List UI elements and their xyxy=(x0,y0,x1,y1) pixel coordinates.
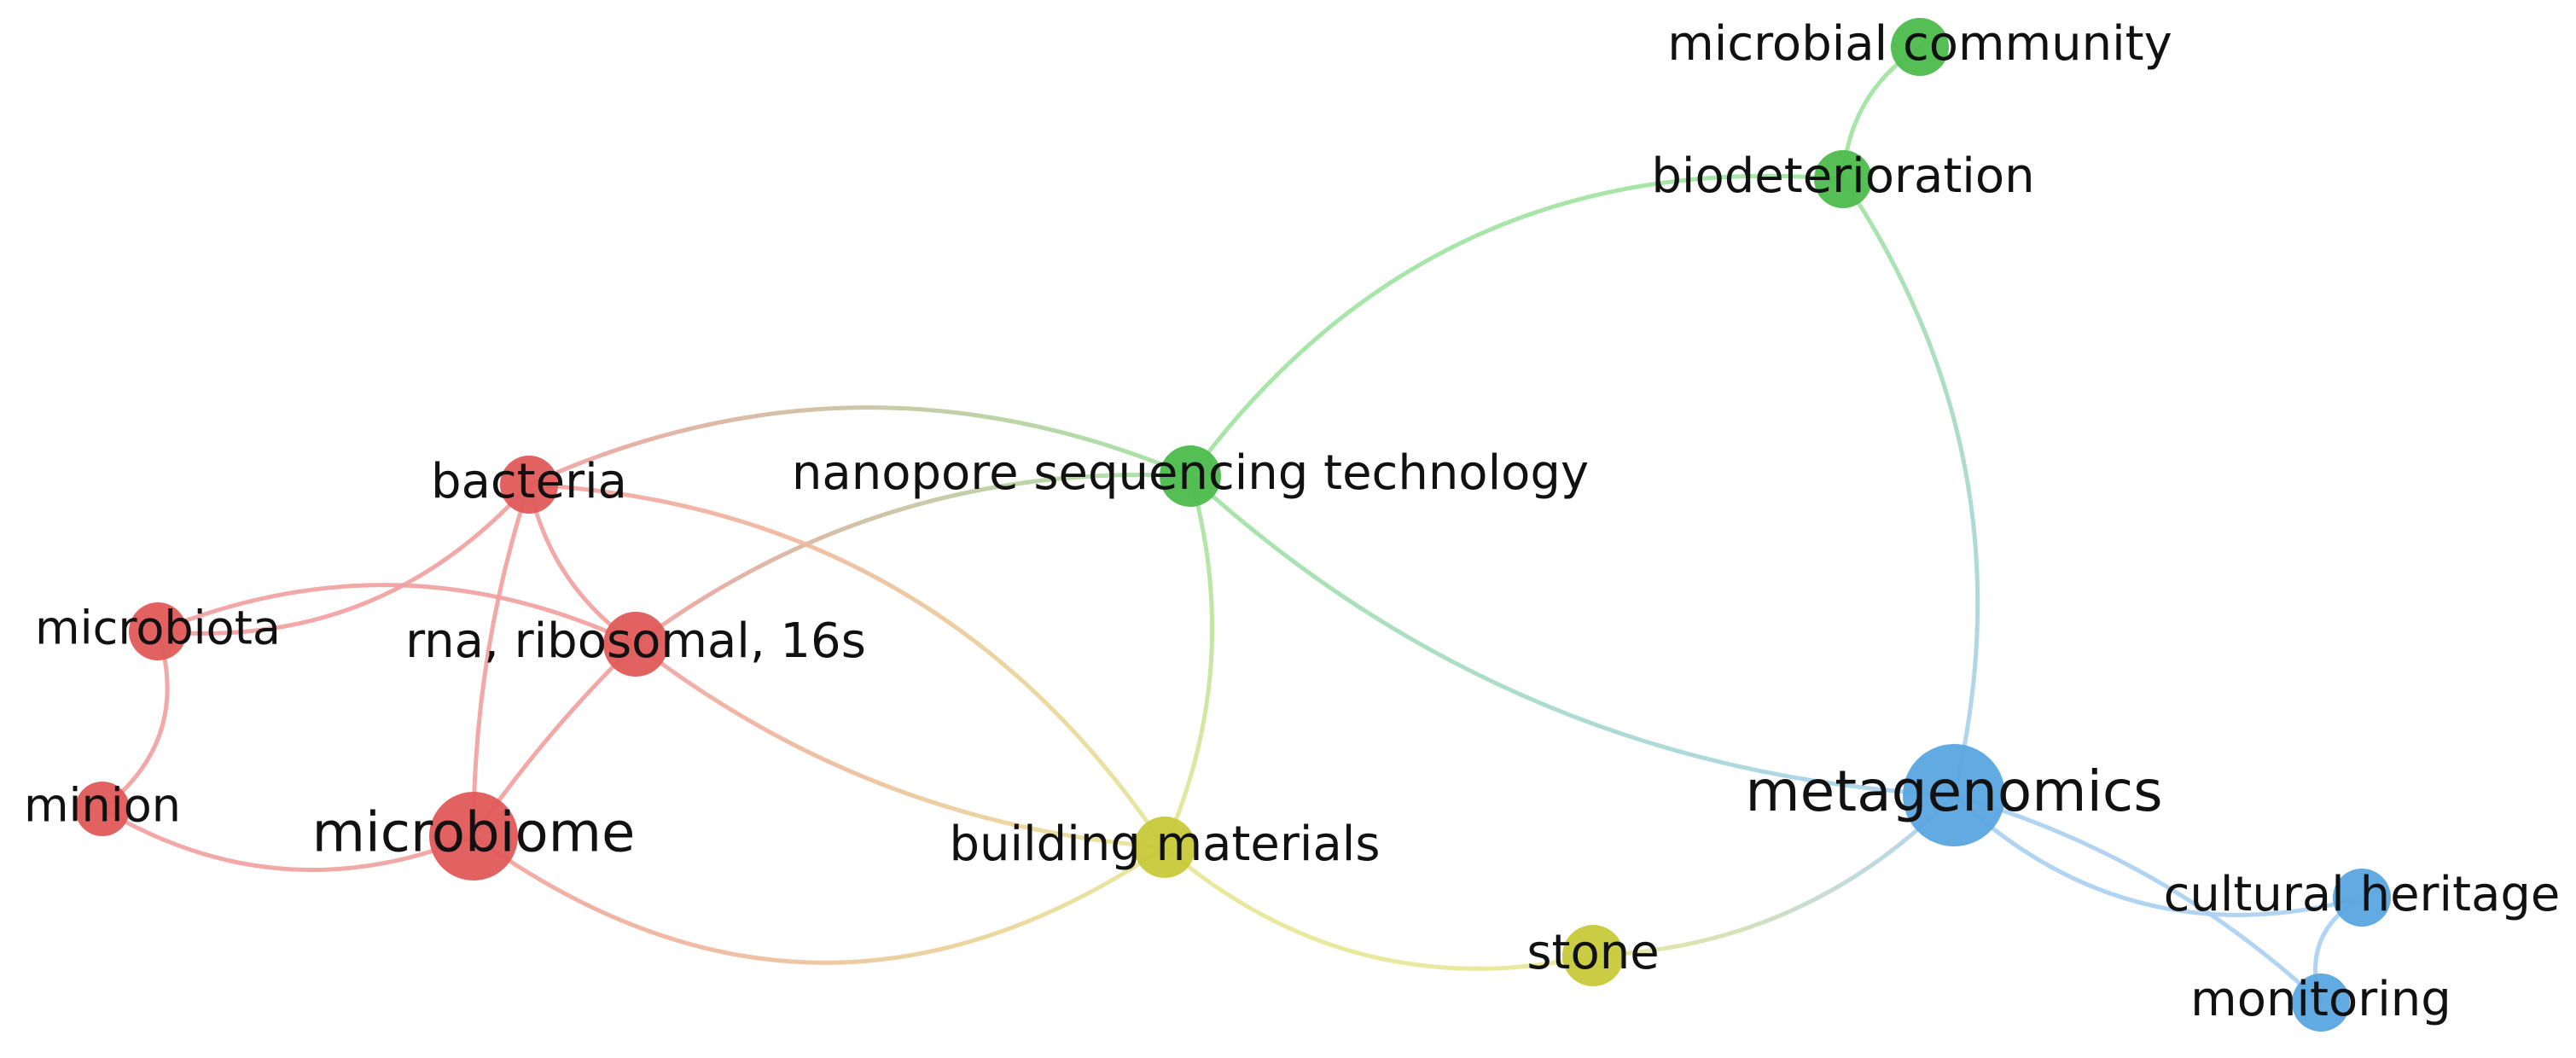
edge-nanopore-sequencing-technology-building-materials xyxy=(1162,474,1215,850)
node-label-stone: stone xyxy=(1526,925,1659,980)
node-label-biodeterioration: biodeterioration xyxy=(1651,148,2034,204)
node-microbiota[interactable] xyxy=(129,602,187,660)
node-label-microbial-community: microbial community xyxy=(1667,16,2172,72)
node-label-bacteria: bacteria xyxy=(431,454,627,509)
edge-nanopore-sequencing-technology-metagenomics xyxy=(1188,474,1957,798)
node-monitoring[interactable] xyxy=(2292,974,2350,1032)
node-label-minion: minion xyxy=(24,779,181,833)
edge-nanopore-sequencing-technology-rna-ribosomal-16s xyxy=(633,473,1193,647)
node-biodeterioration[interactable] xyxy=(1814,150,1872,208)
edge-microbiota-rna-ribosomal-16s xyxy=(155,583,638,647)
edge-bacteria-building-materials xyxy=(526,482,1167,850)
edge-bacteria-microbiota xyxy=(155,482,532,636)
edge-bacteria-microbiome xyxy=(471,482,532,839)
edge-nanopore-sequencing-technology-bacteria xyxy=(526,405,1193,487)
node-label-microbiome: microbiome xyxy=(312,802,636,865)
node-bacteria[interactable] xyxy=(500,456,558,514)
node-microbial-community[interactable] xyxy=(1891,18,1949,76)
node-metagenomics[interactable] xyxy=(1903,744,2005,846)
node-label-cultural-heritage: cultural heritage xyxy=(2164,867,2561,922)
edge-biodeterioration-metagenomics xyxy=(1840,177,1980,798)
edge-microbiome-building-materials xyxy=(471,834,1167,965)
node-microbiome[interactable] xyxy=(429,792,518,881)
node-layer xyxy=(75,18,2391,1032)
node-label-building-materials: building materials xyxy=(949,817,1380,872)
edge-minion-microbiome xyxy=(100,806,476,872)
node-label-nanopore-sequencing-technology: nanopore sequencing technology xyxy=(792,445,1589,501)
node-stone[interactable] xyxy=(1562,925,1624,986)
label-layer: microbial community biodeterioration nanop… xyxy=(24,16,2560,1027)
node-label-metagenomics: metagenomics xyxy=(1745,759,2162,824)
node-rna-ribosomal-16s[interactable] xyxy=(603,612,668,677)
node-building-materials[interactable] xyxy=(1134,817,1195,878)
edge-rna-ribosomal-16s-building-materials xyxy=(633,642,1167,850)
edge-biodeterioration-nanopore-sequencing-technology xyxy=(1188,173,1846,479)
node-label-rna-ribosomal-16s: rna, ribosomal, 16s xyxy=(405,613,866,669)
edge-stone-metagenomics xyxy=(1590,793,1957,958)
node-cultural-heritage[interactable] xyxy=(2333,869,2391,927)
edge-building-materials-stone xyxy=(1162,845,1596,971)
node-label-microbiota: microbiota xyxy=(35,602,281,655)
node-minion[interactable] xyxy=(75,782,130,836)
edge-layer xyxy=(100,44,2364,1005)
edge-metagenomics-cultural-heritage xyxy=(1951,793,2364,917)
node-label-monitoring: monitoring xyxy=(2190,972,2451,1027)
edge-metagenomics-monitoring xyxy=(1951,793,2323,1005)
node-nanopore-sequencing-technology[interactable] xyxy=(1160,445,1221,507)
